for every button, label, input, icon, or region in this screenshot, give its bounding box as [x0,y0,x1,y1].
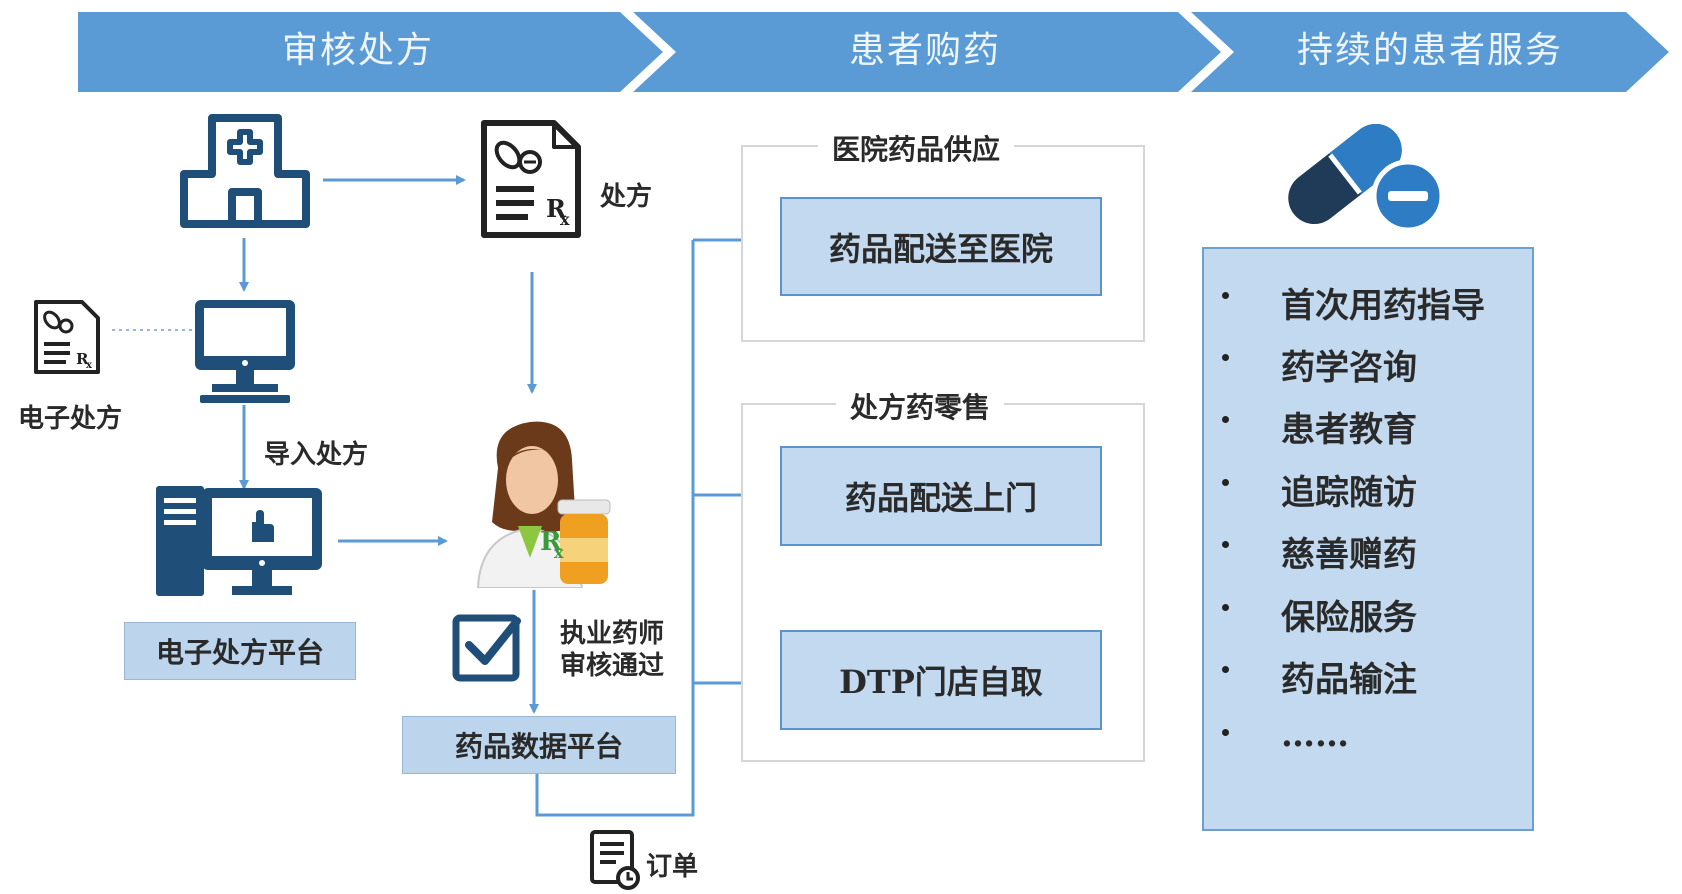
pharmacist-approved-line1: 执业药师 [560,619,665,649]
e-rx-platform-box: 电子处方平台 [124,622,356,680]
bullet-icon [1222,416,1229,423]
svg-text:R: R [540,527,562,557]
stage-banner [78,12,1669,92]
pharmacist-icon: R x [476,421,611,588]
hospital-icon [180,114,310,228]
e-prescription-icon: R x [34,300,100,374]
capsule-icon [1288,123,1445,233]
svg-text:R: R [76,350,89,368]
service-item: 保险服务 [1204,590,1532,638]
dtp-pickup-box: DTP门店自取 [780,630,1102,730]
bullet-icon [1222,729,1229,736]
bullet-icon [1222,354,1229,361]
bullet-icon [1222,479,1229,486]
hospital-supply-title: 医院药品供应 [818,128,1015,168]
stage-chevron-2 [633,12,1221,92]
pharmacist-approved-line2: 审核通过 [560,651,665,681]
service-item: 患者教育 [1204,402,1532,450]
checkbox-icon [452,614,521,682]
stage-label-services: 持续的患者服务 [1296,30,1563,71]
delivery-to-hospital-box: 药品配送至医院 [780,197,1102,296]
prescription-document-icon: R x [481,120,581,238]
bullet-icon [1222,604,1229,611]
svg-text:x: x [560,210,570,229]
service-item: 慈善赠药 [1204,527,1532,575]
service-item: 追踪随访 [1204,465,1532,513]
stage-label-purchase: 患者购药 [848,30,1001,71]
service-item: …… [1204,715,1532,755]
patient-services-panel: 首次用药指导 药学咨询 患者教育 追踪随访 慈善赠药 保险服务 药品输注 …… [1202,247,1534,831]
service-item: 首次用药指导 [1204,278,1532,326]
bullet-icon [1222,541,1229,548]
stage-chevron-3 [1191,12,1669,92]
home-delivery-box: 药品配送上门 [780,446,1102,546]
prescription-label: 处方 [600,182,653,212]
service-item: 药学咨询 [1204,340,1532,388]
stage-chevron-1 [78,12,663,92]
svg-text:x: x [554,543,564,562]
order-document-icon [590,830,640,890]
service-item: 药品输注 [1204,652,1532,700]
order-label: 订单 [646,852,699,882]
bullet-icon [1222,292,1229,299]
bullet-icon [1222,666,1229,673]
import-prescription-label: 导入处方 [264,440,369,470]
svg-text:x: x [86,360,93,371]
svg-text:R: R [546,194,567,223]
rx-retail-title: 处方药零售 [836,386,1005,426]
e-prescription-label: 电子处方 [18,404,123,434]
order-bus-line [535,240,695,817]
computer-icon [195,300,295,403]
workstation-icon [156,486,322,596]
stage-label-review: 审核处方 [281,30,434,71]
drug-data-platform-box: 药品数据平台 [402,716,676,774]
